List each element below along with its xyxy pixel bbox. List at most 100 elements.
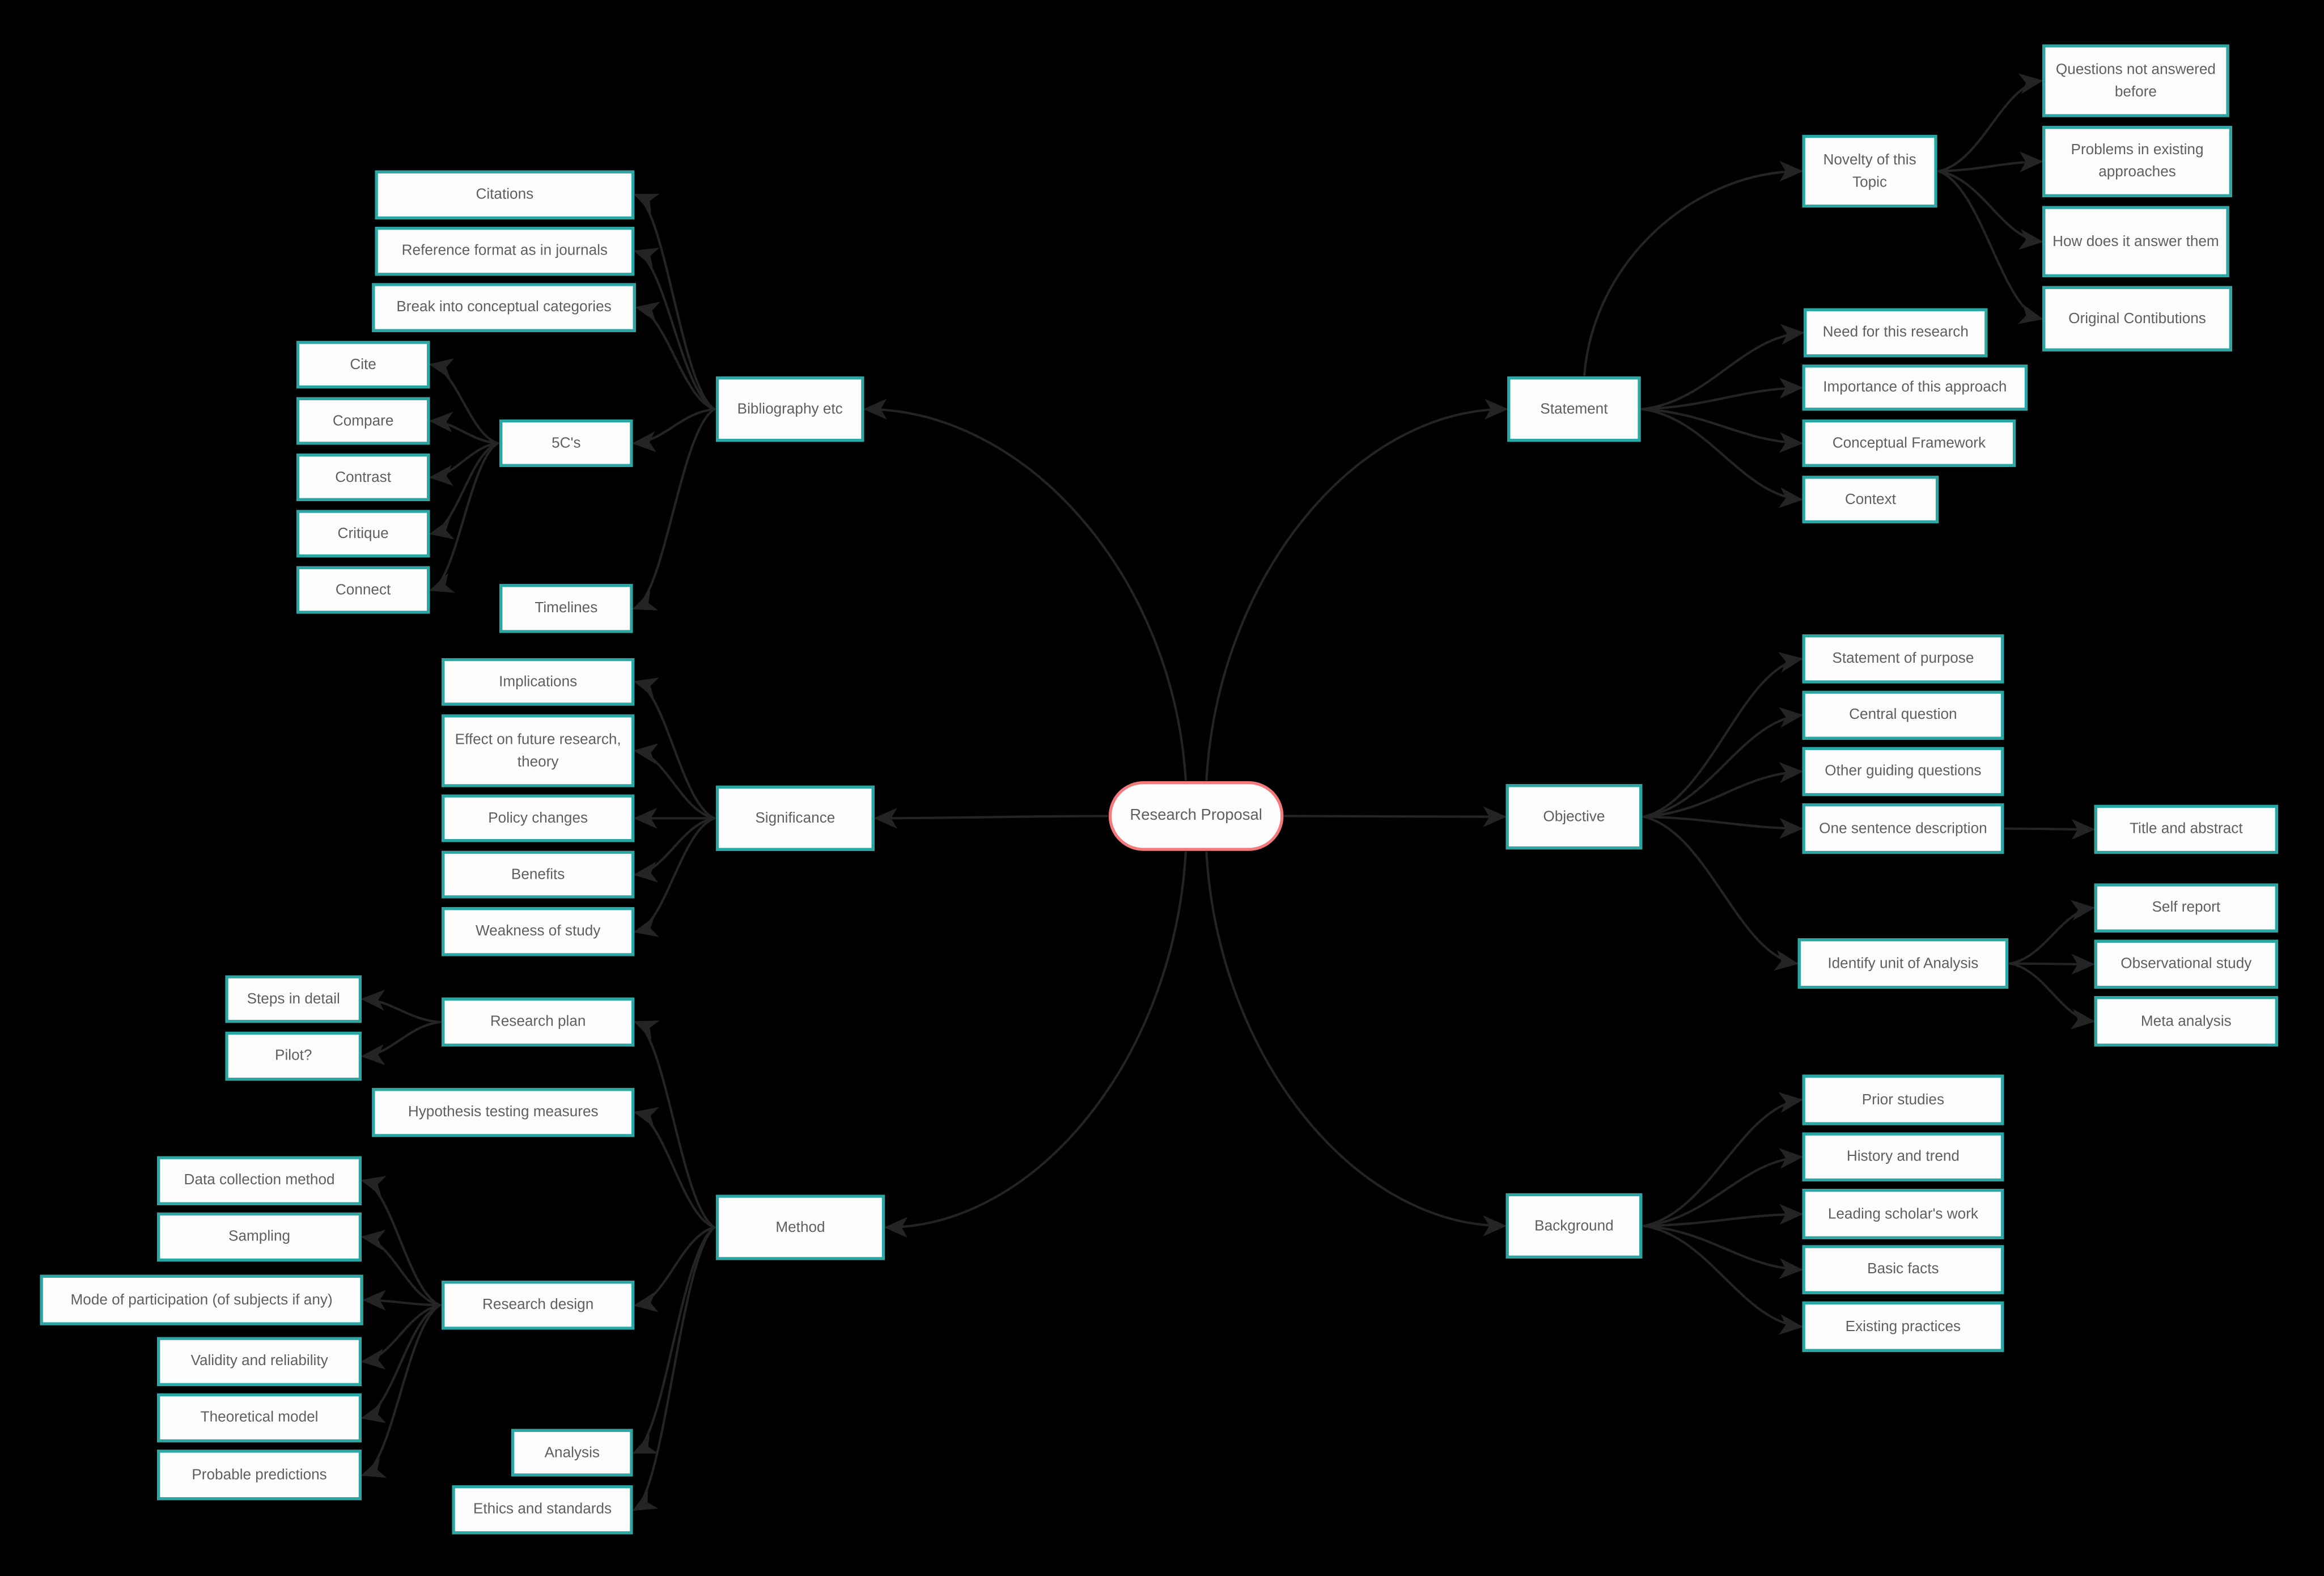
node-basicfacts[interactable]: Basic facts <box>1802 1245 2004 1294</box>
node-contrast[interactable]: Contrast <box>296 454 430 501</box>
edge-design-sampling <box>361 1230 442 1307</box>
edge-statement-conceptual <box>1641 408 1804 453</box>
node-conceptual[interactable]: Conceptual Framework <box>1802 419 2016 467</box>
node-observational[interactable]: Observational study <box>2094 939 2278 989</box>
node-label-benefits: Benefits <box>511 866 565 883</box>
node-timelines[interactable]: Timelines <box>499 584 633 633</box>
node-howanswer[interactable]: How does it answer them <box>2042 206 2229 277</box>
edge-statement-novelty <box>1583 160 1804 376</box>
node-guiding[interactable]: Other guiding questions <box>1802 747 2004 797</box>
edge-fivecs-cite <box>429 358 499 444</box>
node-meta[interactable]: Meta analysis <box>2094 996 2278 1047</box>
node-probable[interactable]: Probable predictions <box>157 1450 362 1501</box>
node-titleabs[interactable]: Title and abstract <box>2094 804 2278 854</box>
node-label-statement: Statement <box>1540 401 1608 418</box>
node-sampling[interactable]: Sampling <box>157 1212 362 1262</box>
node-central[interactable]: Central question <box>1802 690 2004 740</box>
node-analysis[interactable]: Analysis <box>511 1429 633 1477</box>
node-label-meta: Meta analysis <box>2140 1013 2232 1030</box>
node-existing[interactable]: Existing practices <box>1802 1301 2004 1352</box>
node-weakness[interactable]: Weakness of study <box>442 907 635 956</box>
node-label-objective: Objective <box>1543 808 1605 825</box>
edge-proposal-bibliography <box>863 399 1187 781</box>
node-critique[interactable]: Critique <box>296 510 430 558</box>
edge-objective-central <box>1642 707 1804 818</box>
node-objective[interactable]: Objective <box>1505 784 1643 850</box>
node-label-original: Original Contibutions <box>2068 310 2206 327</box>
node-label-ethics: Ethics and standards <box>473 1501 612 1518</box>
node-original[interactable]: Original Contibutions <box>2042 286 2232 351</box>
node-onesentence[interactable]: One sentence description <box>1802 803 2004 854</box>
node-citations[interactable]: Citations <box>375 170 635 219</box>
edge-design-theoretical <box>361 1304 442 1424</box>
node-steps[interactable]: Steps in detail <box>225 975 362 1023</box>
edge-proposal-method <box>884 851 1187 1238</box>
edge-fivecs-connect <box>429 442 499 593</box>
node-hypothesis[interactable]: Hypothesis testing measures <box>372 1088 635 1137</box>
node-connect[interactable]: Connect <box>296 566 430 614</box>
node-plan[interactable]: Research plan <box>442 997 635 1047</box>
edge-statement-importance <box>1641 378 1804 410</box>
node-bibliography[interactable]: Bibliography etc <box>715 376 864 442</box>
edge-plan-steps <box>361 989 442 1023</box>
edge-objective-onesentence <box>1642 815 1804 839</box>
edge-bibliography-reference <box>633 248 716 410</box>
node-datacollection[interactable]: Data collection method <box>157 1156 362 1205</box>
edge-method-hypothesis <box>633 1107 716 1229</box>
node-label-proposal: Research Proposal <box>1130 806 1262 824</box>
node-label-citations: Citations <box>476 187 534 204</box>
node-history[interactable]: History and trend <box>1802 1132 2004 1181</box>
node-implications[interactable]: Implications <box>442 658 635 706</box>
node-validity[interactable]: Validity and reliability <box>157 1337 362 1386</box>
node-leading[interactable]: Leading scholar's work <box>1802 1189 2004 1239</box>
node-context[interactable]: Context <box>1802 476 1939 524</box>
node-label-existing: Existing practices <box>1845 1318 1961 1335</box>
node-label-effect: Effect on future research, theory <box>455 731 621 770</box>
node-label-leading: Leading scholar's work <box>1827 1206 1978 1222</box>
node-breakcat[interactable]: Break into conceptual categories <box>372 283 636 332</box>
node-need[interactable]: Need for this research <box>1804 308 1988 358</box>
node-novelty[interactable]: Novelty of this Topic <box>1802 134 1937 208</box>
node-policy[interactable]: Policy changes <box>442 794 635 842</box>
edge-method-design <box>633 1226 716 1312</box>
node-benefits[interactable]: Benefits <box>442 850 635 899</box>
edge-method-plan <box>633 1020 716 1229</box>
node-label-qnot: Questions not answered before <box>2055 61 2216 100</box>
node-reference[interactable]: Reference format as in journals <box>375 227 635 276</box>
node-compare[interactable]: Compare <box>296 397 430 445</box>
node-ethics[interactable]: Ethics and standards <box>452 1485 633 1535</box>
edge-identify-meta <box>2008 962 2096 1030</box>
edge-fivecs-compare <box>429 412 499 444</box>
node-label-timelines: Timelines <box>535 600 598 617</box>
node-prior[interactable]: Prior studies <box>1802 1074 2004 1125</box>
node-statement[interactable]: Statement <box>1507 376 1641 442</box>
node-label-significance: Significance <box>755 810 836 827</box>
node-importance[interactable]: Importance of this approach <box>1802 365 2028 411</box>
node-label-connect: Connect <box>335 582 391 599</box>
node-cite[interactable]: Cite <box>296 341 430 389</box>
node-significance[interactable]: Significance <box>715 785 875 851</box>
node-label-bibliography: Bibliography etc <box>737 401 843 418</box>
edge-objective-guiding <box>1642 762 1804 818</box>
node-design[interactable]: Research design <box>442 1281 635 1330</box>
node-background[interactable]: Background <box>1505 1193 1643 1259</box>
node-problems[interactable]: Problems in existing approaches <box>2042 126 2232 197</box>
edge-design-validity <box>361 1304 442 1370</box>
node-pilot[interactable]: Pilot? <box>225 1031 362 1081</box>
edge-proposal-significance <box>873 807 1109 829</box>
edge-statement-context <box>1641 408 1804 509</box>
node-label-reference: Reference format as in journals <box>401 243 608 260</box>
node-fivecs[interactable]: 5C's <box>499 419 633 467</box>
node-purpose[interactable]: Statement of purpose <box>1802 634 2004 684</box>
node-label-validity: Validity and reliability <box>190 1353 328 1370</box>
node-selfreport[interactable]: Self report <box>2094 883 2278 933</box>
node-qnot[interactable]: Questions not answered before <box>2042 44 2229 117</box>
node-theoretical[interactable]: Theoretical model <box>157 1393 362 1443</box>
node-mode[interactable]: Mode of participation (of subjects if an… <box>40 1274 363 1325</box>
node-identify[interactable]: Identify unit of Analysis <box>1797 938 2009 989</box>
node-effect[interactable]: Effect on future research, theory <box>442 714 635 787</box>
node-proposal[interactable]: Research Proposal <box>1108 781 1284 851</box>
edge-bibliography-fivecs <box>631 408 716 452</box>
node-method[interactable]: Method <box>715 1194 885 1260</box>
